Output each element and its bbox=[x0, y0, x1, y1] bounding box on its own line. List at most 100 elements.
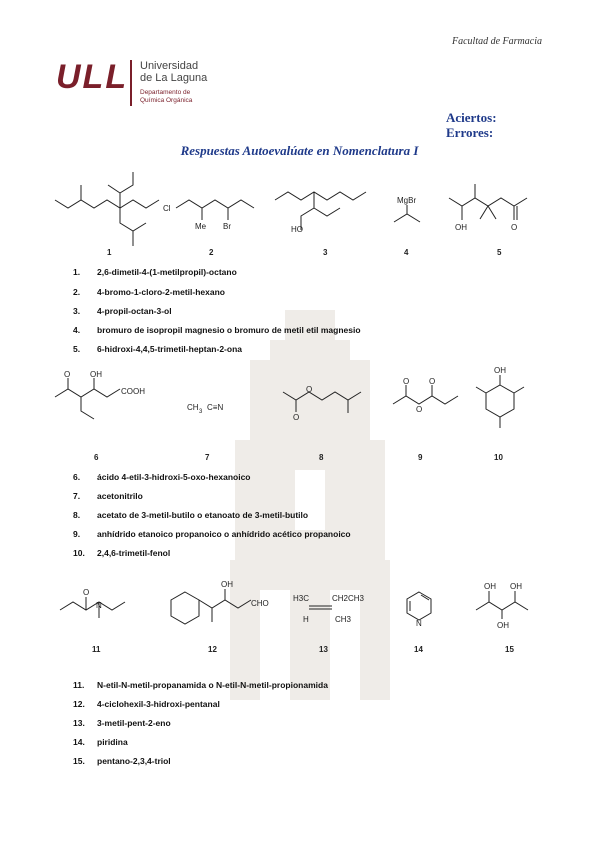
structure-1-branch bbox=[119, 208, 147, 232]
structure-7-formula-right: C≡N bbox=[207, 403, 223, 412]
logo-department: Departamento de Química Orgánica bbox=[140, 89, 192, 104]
hits-label: Aciertos: bbox=[446, 110, 497, 125]
structure-15: OH OH OH 15 bbox=[475, 582, 529, 654]
structure-2-methyl: Me bbox=[195, 222, 207, 231]
structure-5-methyl-bond bbox=[487, 205, 497, 220]
answer-item: 11. N-etil-N-metil-propanamida o N-etil-N… bbox=[73, 680, 328, 690]
structure-10-methyl-bond bbox=[475, 386, 487, 394]
structure-6-oxygen: O bbox=[64, 370, 70, 379]
logo-department-line: Departamento de bbox=[140, 89, 191, 96]
structure-6-hydroxyl: OH bbox=[90, 370, 102, 379]
errors-label: Errores: bbox=[446, 125, 494, 140]
structure-14-pyridine-ring bbox=[406, 591, 432, 621]
answer-number: 3. bbox=[73, 306, 81, 316]
structure-12-cyclohexyl-ring bbox=[170, 591, 200, 625]
structure-6-number: 6 bbox=[94, 453, 99, 462]
structure-11-oxygen: O bbox=[83, 588, 89, 597]
structure-11-nitrogen: N bbox=[96, 601, 102, 610]
structure-9-oxygen: O bbox=[416, 405, 422, 414]
structure-12: OH CHO 12 bbox=[170, 580, 269, 654]
university-logo: ULL Universidad de La Laguna Departament… bbox=[56, 58, 226, 110]
structure-1-branch bbox=[119, 172, 134, 208]
structure-12-hydroxyl: OH bbox=[221, 580, 233, 589]
structure-10-number: 10 bbox=[494, 453, 503, 462]
structure-8-carbonyl-oxygen: O bbox=[293, 413, 299, 422]
structure-5: OH O 5 bbox=[448, 184, 528, 257]
logo-mark: ULL bbox=[56, 58, 129, 96]
structure-6-chain bbox=[54, 388, 121, 398]
structure-6-ethyl bbox=[80, 397, 95, 420]
answer-number: 7. bbox=[73, 491, 81, 501]
logo-university-name: Universidad de La Laguna bbox=[140, 60, 207, 84]
structure-4-isopropyl bbox=[393, 213, 421, 223]
answer-text: N-etil-N-metil-propanamida o N-etil-N-me… bbox=[97, 680, 328, 690]
structure-5-methyl-bond bbox=[479, 205, 489, 220]
faculty-label: Facultad de Farmacia bbox=[452, 36, 542, 47]
structure-4: MgBr 4 bbox=[393, 196, 421, 257]
answer-item: 12.4-ciclohexil-3-hidroxi-pentanal bbox=[73, 699, 220, 709]
structure-15-hydroxyl: OH bbox=[497, 621, 509, 630]
structure-13: H3C CH2CH3 H CH3 13 bbox=[293, 594, 365, 654]
answer-number: 4. bbox=[73, 325, 81, 335]
answer-text: 3-metil-pent-2-eno bbox=[97, 718, 171, 728]
logo-university-line: de La Laguna bbox=[140, 72, 208, 84]
answer-text: 6-hidroxi-4,4,5-trimetil-heptan-2-ona bbox=[97, 344, 242, 354]
building-watermark bbox=[230, 310, 390, 700]
structure-10: OH 10 bbox=[475, 366, 525, 462]
structure-5-oxygen: O bbox=[511, 223, 517, 232]
answer-number: 11. bbox=[73, 680, 85, 690]
structure-3-number: 3 bbox=[323, 248, 328, 257]
answer-item: 8.acetato de 3-metil-butilo o etanoato d… bbox=[73, 510, 308, 520]
structure-10-hydroxyl: OH bbox=[494, 366, 506, 375]
document-title: Respuestas Autoevalúate en Nomenclatura … bbox=[180, 143, 419, 158]
structure-13-methyl: H3C bbox=[293, 594, 309, 603]
structure-1-number: 1 bbox=[107, 248, 112, 257]
structure-1: 1 bbox=[54, 172, 160, 257]
structure-7-formula-left: CH bbox=[187, 403, 199, 412]
structure-12-aldehyde: CHO bbox=[251, 599, 269, 608]
structure-7: CH 3 C≡N 7 bbox=[187, 403, 223, 462]
structure-7-formula-subscript: 3 bbox=[199, 409, 203, 415]
structure-2-bromine: Br bbox=[223, 222, 231, 231]
answer-item: 15.pentano-2,3,4-triol bbox=[73, 756, 171, 766]
answer-number: 15. bbox=[73, 756, 85, 766]
structure-1-branch bbox=[107, 184, 121, 194]
answer-item: 4. bromuro de isopropil magnesio o bromur… bbox=[73, 325, 361, 335]
answer-number: 9. bbox=[73, 529, 81, 539]
answer-number: 10. bbox=[73, 548, 85, 558]
structure-2-chlorine: Cl bbox=[163, 204, 171, 213]
answer-item: 9.anhídrido etanoico propanoico o anhídr… bbox=[73, 529, 351, 539]
structure-2-chain bbox=[175, 199, 255, 209]
structure-10-methyl-bond bbox=[513, 386, 525, 394]
answer-text: 2,6-dimetil-4-(1-metilpropil)-octano bbox=[97, 267, 237, 277]
structure-11-number: 11 bbox=[92, 645, 101, 654]
structure-7-number: 7 bbox=[205, 453, 210, 462]
structure-6: O OH COOH 6 bbox=[54, 370, 145, 462]
structure-8-number: 8 bbox=[319, 453, 324, 462]
structure-8: O O 8 bbox=[282, 385, 362, 462]
structure-5-hydroxyl: OH bbox=[455, 223, 467, 232]
structure-5-number: 5 bbox=[497, 248, 502, 257]
structure-12-number: 12 bbox=[208, 645, 217, 654]
structure-10-ring bbox=[485, 384, 515, 418]
structure-3-chain bbox=[300, 192, 315, 230]
answer-text: acetonitrilo bbox=[97, 491, 143, 501]
structure-9: O O O 9 bbox=[392, 377, 459, 462]
structure-11-chain bbox=[59, 601, 126, 611]
structure-4-number: 4 bbox=[404, 248, 409, 257]
answer-text: bromuro de isopropil magnesio o bromuro … bbox=[97, 325, 361, 335]
answer-number: 5. bbox=[73, 344, 81, 354]
structure-4-reagent: MgBr bbox=[397, 196, 416, 205]
answer-text: 4-ciclohexil-3-hidroxi-pentanal bbox=[97, 699, 220, 709]
answer-item: 3.4-propil-octan-3-ol bbox=[73, 306, 172, 316]
answer-number: 13. bbox=[73, 718, 85, 728]
answer-item: 1.2,6-dimetil-4-(1-metilpropil)-octano bbox=[73, 267, 237, 277]
structure-13-ethyl: CH2CH3 bbox=[332, 594, 365, 603]
structure-2: Cl Me Br 2 bbox=[163, 199, 255, 257]
answer-text: 2,4,6-trimetil-fenol bbox=[97, 548, 171, 558]
answer-text: ácido 4-etil-3-hidroxi-5-oxo-hexanoico bbox=[97, 472, 251, 482]
structure-3-chain bbox=[313, 207, 341, 217]
structure-11: O N 11 bbox=[59, 588, 126, 654]
structure-3-hydroxyl: HO bbox=[291, 225, 303, 234]
